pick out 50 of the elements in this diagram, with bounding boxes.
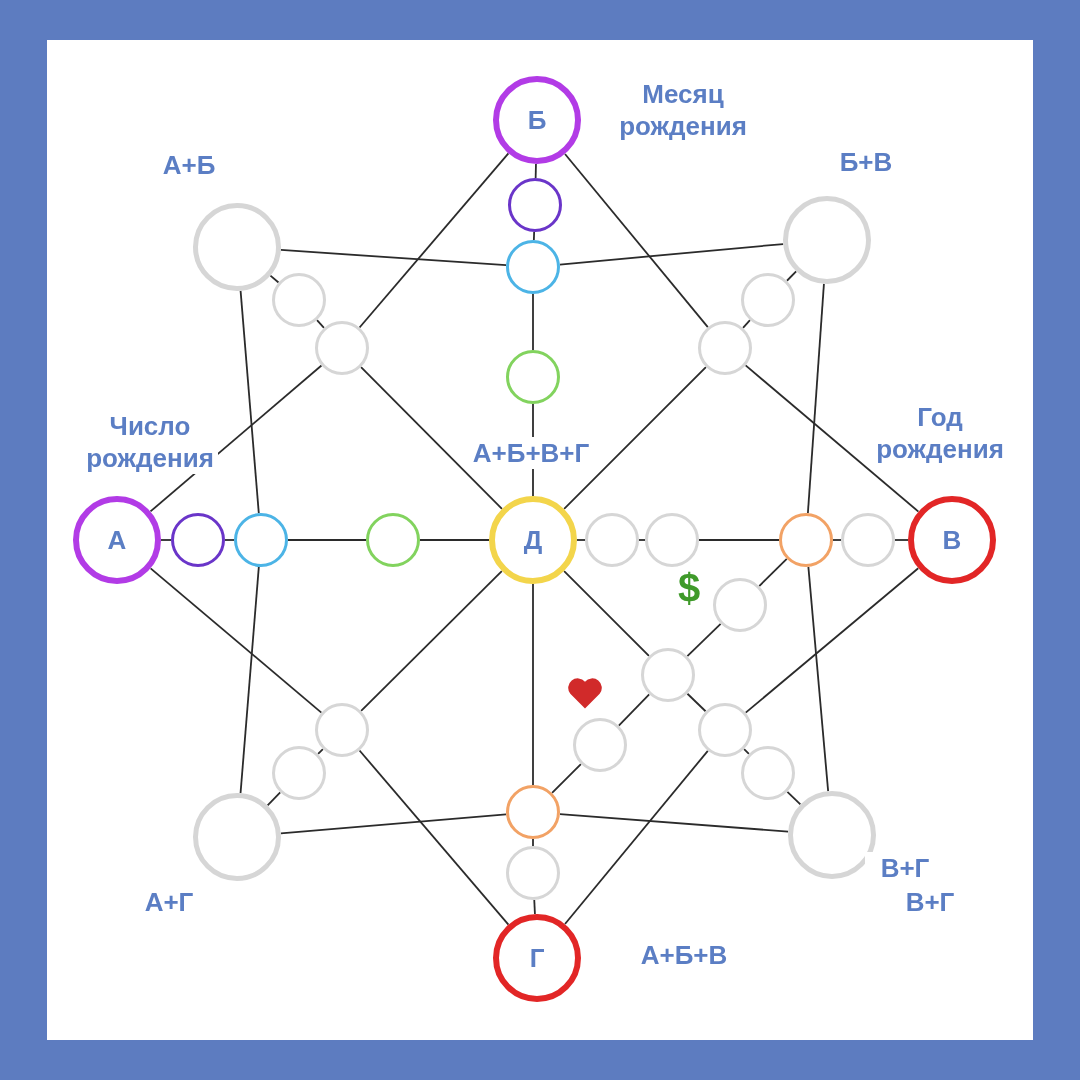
- dollar-sign: $: [678, 566, 701, 610]
- connector-line: [564, 749, 709, 925]
- connector-line: [807, 566, 830, 793]
- connector-line: [894, 539, 909, 541]
- connector-line: [280, 249, 507, 267]
- connector-line: [617, 693, 651, 727]
- connector-line: [744, 567, 920, 714]
- circle-letter: А: [107, 523, 127, 557]
- connector-line: [686, 692, 707, 713]
- connector-line: [532, 293, 534, 351]
- connector-line: [532, 838, 534, 847]
- connector-line: [239, 289, 260, 514]
- circle-letter: В: [942, 523, 962, 557]
- connector-line: [360, 366, 503, 510]
- connector-line: [576, 539, 586, 541]
- connector-line: [358, 152, 510, 329]
- connector-line: [686, 622, 722, 658]
- connector-line: [534, 163, 537, 179]
- connector-line: [532, 583, 534, 786]
- connector-line: [743, 748, 750, 755]
- connector-line: [269, 274, 280, 284]
- connector-line: [698, 539, 780, 541]
- connector-line: [638, 539, 646, 541]
- connector-line: [832, 539, 842, 541]
- circle-letter: Б: [527, 103, 547, 137]
- connector-line: [564, 153, 709, 329]
- connector-line: [532, 231, 536, 241]
- connector-line: [807, 283, 825, 514]
- connector-line: [224, 539, 235, 541]
- circle-letter: Д: [523, 523, 543, 557]
- connector-line: [758, 558, 788, 587]
- connector-line: [239, 566, 260, 795]
- circle-letter: Г: [529, 941, 545, 975]
- connector-line: [287, 539, 367, 541]
- connector-line: [358, 749, 510, 926]
- connector-line: [149, 567, 323, 714]
- connector-line: [563, 570, 650, 657]
- connector-line: [563, 366, 707, 510]
- connector-line: [533, 899, 536, 915]
- connector-line: [559, 813, 790, 833]
- connector-line: [744, 364, 920, 513]
- connector-line: [317, 748, 324, 755]
- connector-line: [360, 570, 503, 712]
- connector-line: [266, 791, 282, 807]
- connector-line: [160, 539, 172, 541]
- connector-line: [559, 243, 785, 266]
- connector-line: [419, 539, 490, 541]
- connector-line: [279, 813, 507, 835]
- connector-line: [786, 790, 802, 806]
- connector-line: [551, 763, 582, 794]
